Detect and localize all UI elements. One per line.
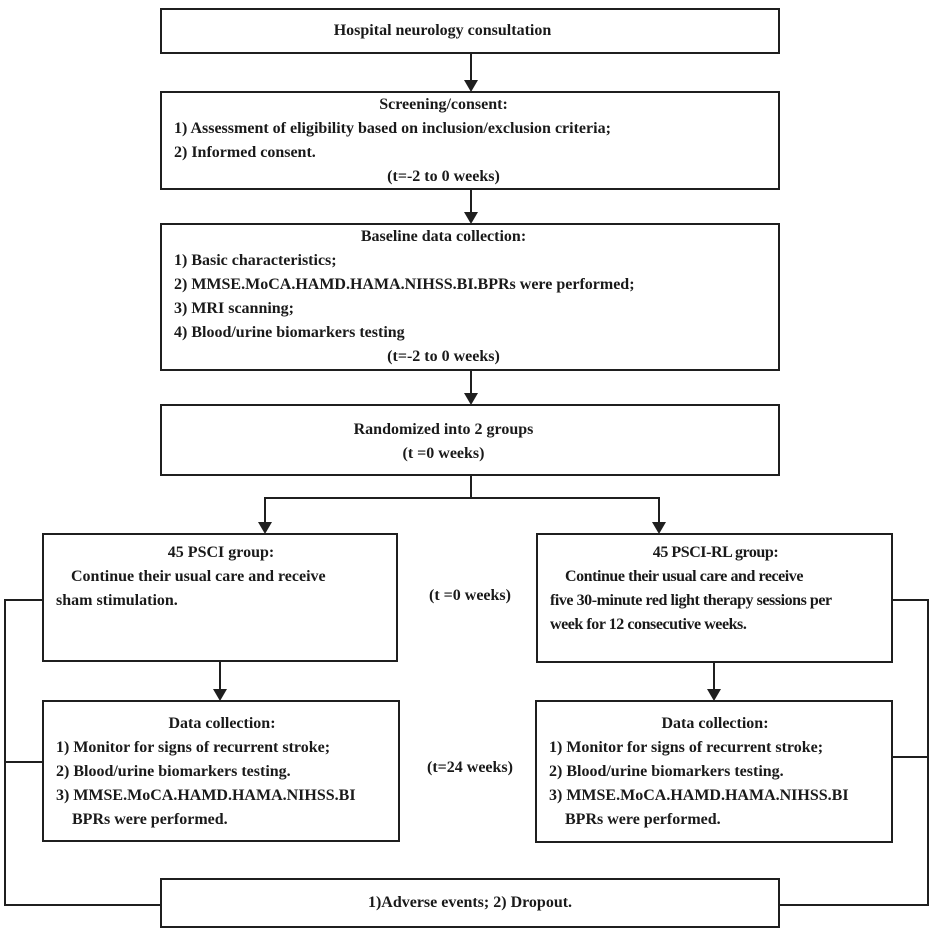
list-item: 1) Monitor for signs of recurrent stroke…	[56, 739, 331, 756]
box-psci-rl-group: 45 PSCI-RL group: Continue their usual c…	[536, 533, 893, 663]
arrowhead-down-icon	[464, 393, 478, 405]
arrowhead-down-icon	[213, 689, 227, 701]
connector-left-to-adverse	[4, 904, 160, 906]
arrowhead-down-icon	[464, 80, 478, 92]
body-line: week for 12 consecutive weeks.	[550, 616, 747, 633]
arrowhead-down-icon	[258, 522, 272, 534]
connector-split-right	[658, 497, 660, 523]
connector-right-vertical	[927, 599, 929, 906]
list-item: 2) Informed consent.	[174, 144, 316, 161]
box-title: Data collection:	[661, 715, 769, 732]
time-note: (t =0 weeks)	[402, 445, 485, 462]
body-line: Continue their usual care and receive	[71, 568, 326, 585]
list-item: BPRs were performed.	[565, 811, 721, 828]
connector-split-horizontal	[264, 497, 660, 499]
box-screening-consent: Screening/consent: 1) Assessment of elig…	[160, 91, 780, 190]
box-title: 45 PSCI-RL group:	[652, 544, 779, 561]
arrowhead-down-icon	[707, 689, 721, 701]
list-item: BPRs were performed.	[72, 811, 228, 828]
box-randomized: Randomized into 2 groups (t =0 weeks)	[160, 404, 780, 476]
connector-baseline-to-randomized	[470, 371, 472, 395]
connector-psci-rl-to-data	[713, 663, 715, 690]
box-hospital-consultation: Hospital neurology consultation	[160, 8, 780, 54]
box-title: Screening/consent:	[379, 96, 508, 113]
list-item: 3) MMSE.MoCA.HAMD.HAMA.NIHSS.BI	[549, 787, 849, 804]
connector-right-stub-data	[892, 756, 929, 758]
list-item: 2) Blood/urine biomarkers testing.	[549, 763, 784, 780]
body-line: five 30-minute red light therapy session…	[550, 592, 832, 609]
connector-psci-to-data	[219, 662, 221, 690]
time-note: (t=-2 to 0 weeks)	[387, 168, 500, 185]
box-baseline-data: Baseline data collection: 1) Basic chara…	[160, 223, 780, 371]
connector-split-left	[264, 497, 266, 523]
box-title: Baseline data collection:	[360, 228, 527, 245]
box-title: 45 PSCI group:	[167, 544, 275, 561]
list-item: 2) Blood/urine biomarkers testing.	[56, 763, 291, 780]
connector-screening-to-baseline	[470, 190, 472, 214]
label-t24-weeks: (t=24 weeks)	[427, 759, 513, 776]
connector-left-stub-data	[4, 761, 42, 763]
connector-split-stem	[470, 476, 472, 498]
list-item: 1) Monitor for signs of recurrent stroke…	[549, 739, 824, 756]
body-line: Continue their usual care and receive	[565, 568, 804, 585]
connector-right-stub-psci-rl	[892, 599, 929, 601]
arrowhead-down-icon	[464, 212, 478, 224]
time-note: (t=-2 to 0 weeks)	[387, 348, 500, 365]
box-title: 1)Adverse events; 2) Dropout.	[367, 894, 573, 911]
list-item: 4) Blood/urine biomarkers testing	[174, 324, 405, 341]
connector-consult-to-screening	[470, 54, 472, 82]
box-title: Data collection:	[168, 715, 276, 732]
box-data-collection-right: Data collection: 1) Monitor for signs of…	[535, 700, 893, 843]
box-psci-group: 45 PSCI group: Continue their usual care…	[42, 533, 398, 662]
list-item: 2) MMSE.MoCA.HAMD.HAMA.NIHSS.BI.BPRs wer…	[174, 276, 635, 293]
list-item: 3) MRI scanning;	[174, 300, 295, 317]
box-title: Randomized into 2 groups	[353, 421, 534, 438]
box-data-collection-left: Data collection: 1) Monitor for signs of…	[42, 700, 400, 842]
label-t0-weeks: (t =0 weeks)	[429, 587, 511, 604]
list-item: 3) MMSE.MoCA.HAMD.HAMA.NIHSS.BI	[56, 787, 356, 804]
list-item: 1) Basic characteristics;	[174, 252, 337, 269]
connector-left-stub-psci	[4, 599, 42, 601]
connector-left-vertical	[4, 599, 6, 906]
arrowhead-down-icon	[652, 522, 666, 534]
body-line: sham stimulation.	[56, 592, 178, 609]
box-title: Hospital neurology consultation	[333, 22, 552, 39]
list-item: 1) Assessment of eligibility based on in…	[174, 120, 611, 137]
box-adverse-dropout: 1)Adverse events; 2) Dropout.	[160, 878, 780, 928]
connector-right-to-adverse	[780, 904, 929, 906]
